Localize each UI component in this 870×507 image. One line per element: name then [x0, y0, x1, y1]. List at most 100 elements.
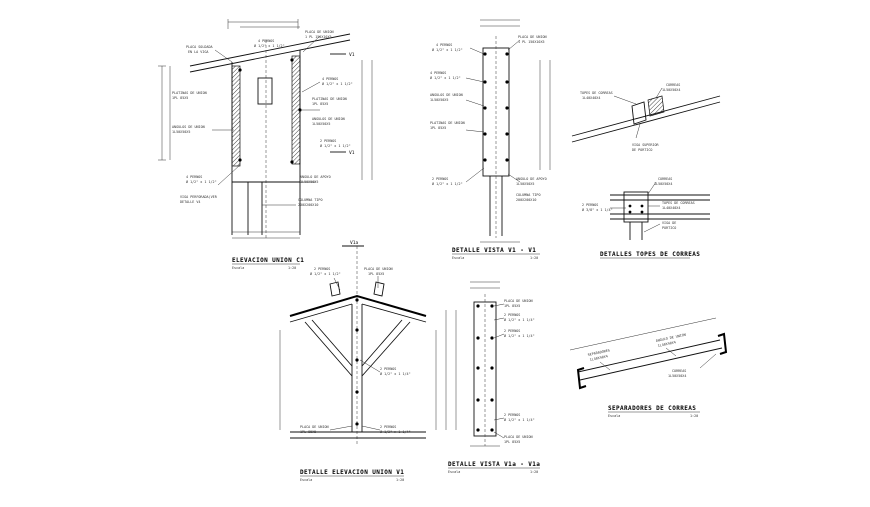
bolt	[628, 204, 632, 208]
bolt	[505, 52, 509, 56]
label-pernos-right-spec: Ø 1/2" x 1 1/2"	[322, 81, 353, 86]
purlin-stop	[631, 101, 647, 125]
detail-elevacion-union-c1: V1 V1 PLACA SOLDADA EN LA VIGA PLACA DE …	[158, 19, 373, 270]
label-pernos-bottom-spec: Ø 1/2" x 1 1/2"	[432, 181, 463, 186]
label-pernos-3: 2 PERNOS	[504, 413, 520, 417]
leader-line	[465, 77, 485, 83]
leader-line	[465, 167, 485, 183]
separator-top	[577, 339, 721, 373]
label-correas: CORREAS	[672, 369, 686, 373]
leader-line	[302, 35, 321, 53]
bolt	[476, 304, 480, 308]
bolt	[483, 52, 487, 56]
label-pernos-right: 4 PERNOS	[322, 77, 338, 81]
bolt	[490, 366, 494, 370]
scale-label: Escala	[452, 256, 464, 260]
bolt	[483, 158, 487, 162]
label-pernos-left: 4 PERNOS	[186, 175, 202, 179]
label-platinas-right: PLATINAS DE UNION	[312, 97, 347, 101]
diagonal	[304, 321, 353, 377]
label-correas-spec: 1L50X50X4	[668, 374, 686, 378]
bolt	[238, 68, 242, 72]
label-separadores-spec: 1L40X40X4	[589, 354, 608, 362]
roof-beam-bottom	[189, 39, 351, 73]
label-pernos-spec: Ø 3/8" x 1 1/4"	[582, 207, 613, 212]
label-platinas-left: PLATINAS DE UNION	[172, 91, 207, 95]
label-pernos-mid-spec: Ø 1/2" x 1 1/2"	[430, 75, 461, 80]
bolt	[483, 106, 487, 110]
leader-line	[647, 181, 657, 195]
bolt	[490, 336, 494, 340]
label-pernos-2: 2 PERNOS	[504, 329, 520, 333]
detail-topes-correas: TOPES DE CORREAS 1L40X40X4 CORREAS 1L50X…	[571, 83, 721, 259]
leader-line	[333, 277, 341, 291]
label-placa-b-spec: 1PL 85X5	[300, 430, 316, 434]
label-placa: PLACA DE UNION	[518, 35, 547, 39]
label-pernos-1-spec: Ø 1/2" x 1 1/4"	[504, 317, 535, 322]
scale-value: 1:20	[690, 414, 698, 418]
label-pernos-top: 4 PERNOS	[436, 43, 452, 47]
label-viga-superior: VIGA SUPERIOR	[632, 143, 659, 147]
beam-bottom	[571, 101, 721, 143]
label-angulos-right: ANGULOS DE UNION	[312, 117, 345, 121]
label-angulo-union-spec: 1L40X40X4	[657, 340, 676, 348]
scale-value: 1:20	[530, 256, 538, 260]
label-placa-b: PLACA DE UNION	[300, 425, 329, 429]
dimension-line	[569, 317, 717, 351]
scale-value: 1:20	[288, 266, 296, 270]
label-angulos: ANGULOS DE UNION	[430, 93, 463, 97]
leader-line	[665, 347, 677, 357]
bolt	[238, 158, 242, 162]
label-pernos-b-spec: Ø 1/2" x 1 1/4"	[380, 429, 411, 434]
label-platinas-left-spec: 1PL 85X5	[172, 96, 188, 100]
label-viga-superior-2: DE PORTICO	[632, 148, 652, 152]
detail-title: SEPARADORES DE CORREAS	[608, 405, 696, 412]
label-angulos-spec: 1L50X50X5	[430, 98, 448, 102]
detail-title: ELEVACION UNION C1	[232, 257, 304, 264]
leader-line	[217, 164, 241, 186]
detail-separadores-correas: SEPARADORES 1L40X40X4 ANGULO DE UNION 1L…	[569, 317, 728, 418]
label-platinas-right-spec: 1PL 85X5	[312, 102, 328, 106]
leader-line	[493, 303, 505, 307]
leader-line	[655, 87, 663, 99]
label-pernos-top-spec: Ø 1/2" x 1 1/2"	[254, 43, 285, 48]
label-angulo-apoyo-spec: 1L50X50X5	[516, 182, 534, 186]
leader-line	[635, 123, 641, 139]
label-pernos-bottom: 2 PERNOS	[432, 177, 448, 181]
bolt	[290, 58, 294, 62]
bolt	[505, 80, 509, 84]
label-pernos-2-spec: Ø 1/2" x 1 1/4"	[504, 333, 535, 338]
bolt	[505, 158, 509, 162]
web-plate	[257, 77, 273, 105]
label-viga-portico: VIGA DE	[662, 221, 676, 225]
bolt	[490, 428, 494, 432]
bolt	[476, 398, 480, 402]
bolt	[476, 336, 480, 340]
rafter-bottom	[361, 303, 427, 323]
label-pernos-mid: 2 PERNOS	[380, 367, 396, 371]
label-pernos-3-spec: Ø 1/2" x 1 1/4"	[504, 417, 535, 422]
leader-line	[301, 81, 321, 93]
label-platinas: PLATINAS DE UNION	[430, 121, 465, 125]
label-columna-spec: 200X200X10	[516, 198, 536, 202]
scale-label: Escala	[232, 266, 244, 270]
label-angulo-apoyo: ANGULO DE APOYO	[300, 175, 331, 179]
label-placa-b-spec: 1PL 85X5	[504, 440, 520, 444]
diagonal	[361, 319, 403, 367]
bolt	[476, 428, 480, 432]
purlin-right	[717, 332, 728, 355]
axis-label: V1	[349, 150, 355, 156]
label-placa-b: PLACA DE UNION	[504, 435, 533, 439]
label-viga: VIGA PERFORADA(VER	[180, 195, 218, 199]
label-topes-b-spec: 1L40X40X4	[662, 206, 680, 210]
leader-line	[699, 353, 717, 369]
scale-label: Escala	[608, 414, 620, 418]
leader-line	[643, 223, 661, 233]
label-topes: TOPES DE CORREAS	[580, 91, 613, 95]
leader-line	[507, 39, 521, 51]
leader-line	[359, 359, 381, 373]
purlin-hatched	[647, 95, 665, 117]
diagonal	[361, 321, 411, 377]
label-placa-t-spec: 1PL 85X5	[504, 304, 520, 308]
